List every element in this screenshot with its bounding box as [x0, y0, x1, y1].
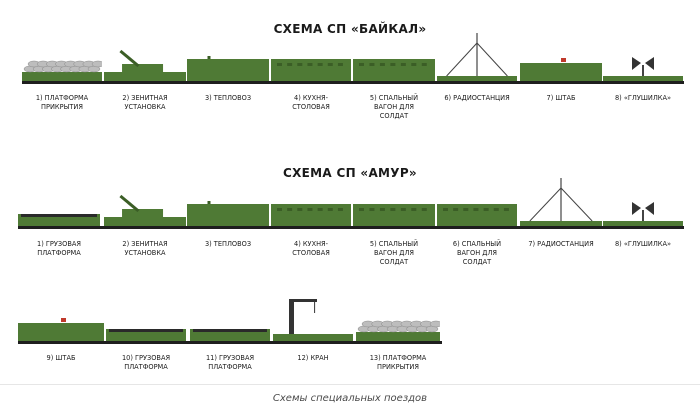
- amur-car-3-loco: [187, 196, 269, 230]
- title-baikal: СХЕМА СП «БАЙКАЛ»: [273, 22, 427, 36]
- baikal-label-5: 5) СПАЛЬНЫЙ ВАГОН ДЛЯ СОЛДАТ: [369, 94, 419, 120]
- amur-row2-label-5: 13) ПЛАТФОРМА ПРИКРЫТИЯ: [369, 354, 427, 371]
- baikal-label-6: 6) РАДИОСТАНЦИЯ: [444, 94, 510, 102]
- amur-row2-label-4: 12) КРАН: [297, 354, 329, 362]
- amur-label-4: 4) КУХНЯ- СТОЛОВАЯ: [292, 240, 330, 257]
- baikal-car-3-loco: [187, 51, 269, 85]
- baikal-label-7: 7) ШТАБ: [546, 94, 576, 102]
- amur-row2-car-4-crane: [273, 291, 353, 345]
- rail-amur-2: [18, 341, 442, 344]
- baikal-label-2: 2) ЗЕНИТНАЯ УСТАНОВКА: [122, 94, 168, 111]
- amur-car-7-radio: [520, 174, 602, 230]
- amur-row2-label-2: 10) ГРУЗОВАЯ ПЛАТФОРМА: [121, 354, 171, 371]
- amur-car-8-jammer: [603, 196, 683, 230]
- amur-label-2: 2) ЗЕНИТНАЯ УСТАНОВКА: [122, 240, 168, 257]
- baikal-label-3: 3) ТЕПЛОВОЗ: [204, 94, 252, 102]
- baikal-car-4-coach: [271, 51, 351, 85]
- divider: [0, 384, 700, 385]
- baikal-car-8-jammer: [603, 51, 683, 85]
- amur-car-4-coach: [271, 196, 351, 230]
- amur-row2-label-1: 9) ШТАБ: [46, 354, 76, 362]
- amur-car-6-coach: [437, 196, 517, 230]
- amur-row2-car-5-cover: [356, 311, 443, 345]
- baikal-label-1: 1) ПЛАТФОРМА ПРИКРЫТИЯ: [35, 94, 89, 111]
- amur-label-8: 8) «ГЛУШИЛКА»: [614, 240, 672, 248]
- baikal-label-8: 8) «ГЛУШИЛКА»: [614, 94, 672, 102]
- amur-car-2-aa: [104, 186, 186, 230]
- amur-row2-car-2-cargo: [106, 317, 186, 345]
- baikal-car-6-radio: [437, 29, 517, 85]
- rail-baikal: [22, 81, 684, 84]
- baikal-car-1-cover: [22, 51, 105, 85]
- amur-label-6: 6) СПАЛЬНЫЙ ВАГОН ДЛЯ СОЛДАТ: [452, 240, 502, 266]
- amur-label-5: 5) СПАЛЬНЫЙ ВАГОН ДЛЯ СОЛДАТ: [369, 240, 419, 266]
- baikal-car-7-hq: [520, 51, 602, 85]
- amur-label-3: 3) ТЕПЛОВОЗ: [204, 240, 252, 248]
- figure-caption: Схемы специальных поездов: [272, 393, 428, 404]
- amur-label-1: 1) ГРУЗОВАЯ ПЛАТФОРМА: [37, 240, 81, 257]
- amur-row2-car-3-cargo: [190, 317, 270, 345]
- baikal-label-4: 4) КУХНЯ- СТОЛОВАЯ: [292, 94, 330, 111]
- amur-row2-label-3: 11) ГРУЗОВАЯ ПЛАТФОРМА: [205, 354, 255, 371]
- amur-label-7: 7) РАДИОСТАНЦИЯ: [528, 240, 594, 248]
- baikal-car-2-aa: [104, 41, 186, 85]
- baikal-car-5-coach: [353, 51, 435, 85]
- amur-car-1-cargo: [18, 202, 100, 230]
- amur-row2-car-1-hq: [18, 311, 104, 345]
- rail-amur: [18, 226, 684, 229]
- title-amur: СХЕМА СП «АМУР»: [283, 166, 417, 180]
- amur-car-5-coach: [353, 196, 435, 230]
